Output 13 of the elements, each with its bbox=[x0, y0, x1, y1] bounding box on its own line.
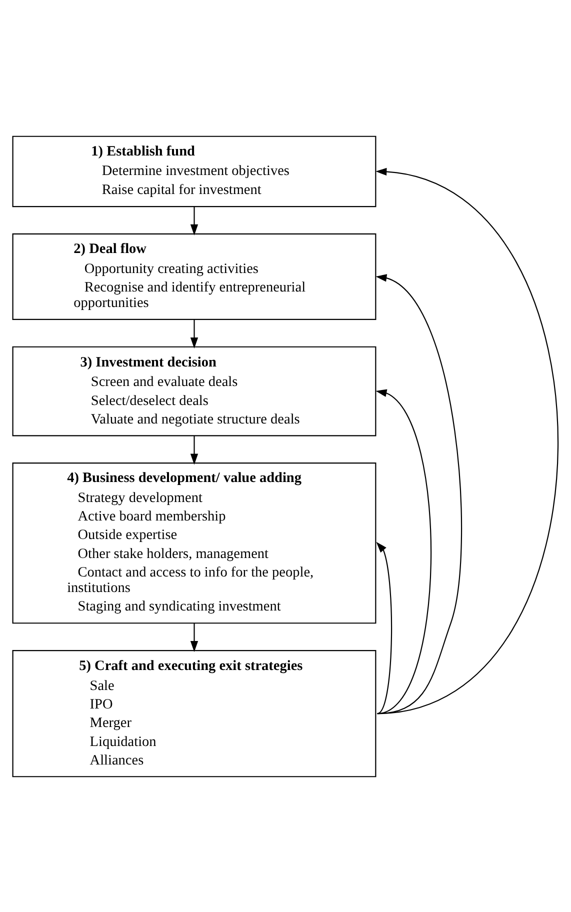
node-box: 5) Craft and executing exit strategies Sale IPO Merger Liquidation Alliances bbox=[12, 650, 376, 777]
arrow bbox=[376, 274, 462, 714]
arrow bbox=[376, 388, 432, 714]
arrow bbox=[190, 622, 198, 652]
node-box: 3) Investment decision Screen and evaluate deals Select/deselect deals Valuate and negotiate structure deals bbox=[12, 346, 376, 436]
arrow bbox=[376, 167, 558, 714]
node-box: 2) Deal flow Opportunity creating activities Recognise and identify entrepreneurial opportunities bbox=[12, 232, 376, 320]
arrow bbox=[190, 206, 198, 235]
arrow bbox=[190, 319, 198, 348]
node-box: 1) Establish fund Determine investment objectives Raise capital for investment bbox=[12, 135, 376, 207]
arrow bbox=[190, 436, 198, 464]
arrow bbox=[376, 541, 392, 714]
node-box: 4) Business development/ value adding Strategy development Active board membership Outside expertise Other stake holders, management Contact and access to info for the people, institutions Staging and syndicating investment bbox=[12, 462, 376, 624]
